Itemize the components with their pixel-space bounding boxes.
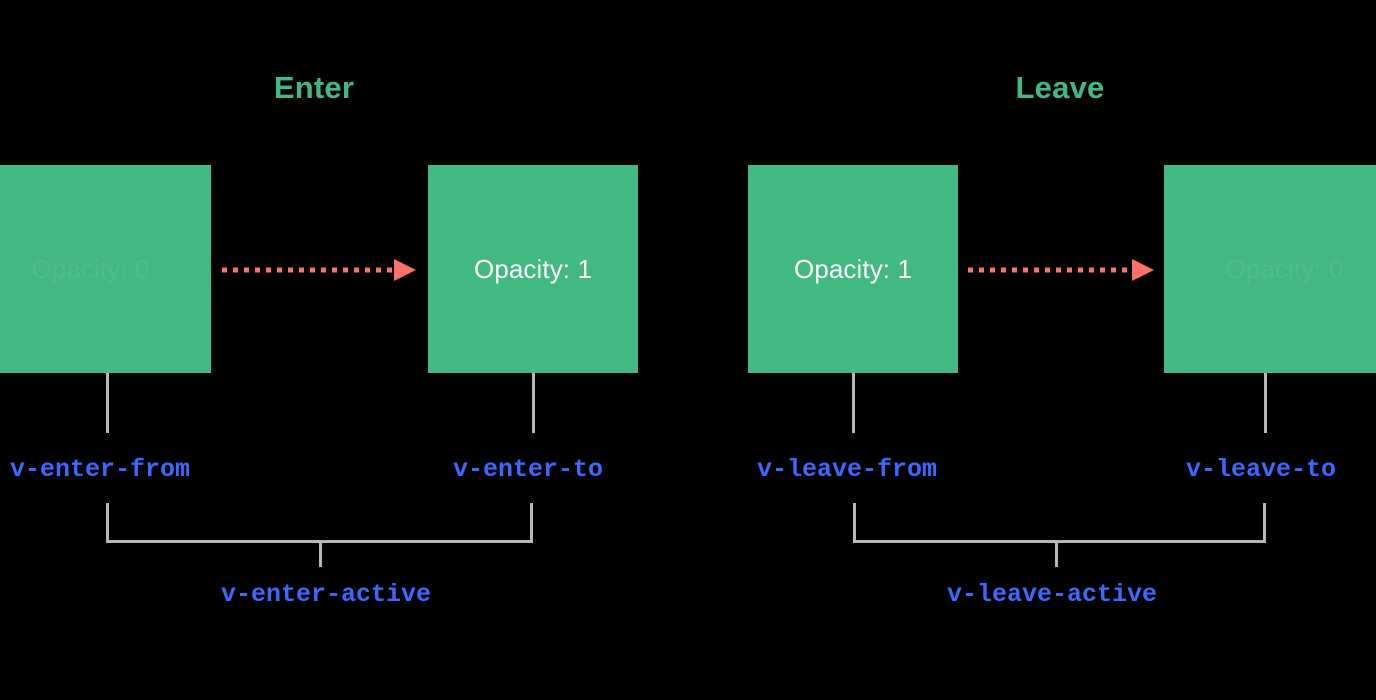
class-label-v-leave-active: v-leave-active <box>946 580 1158 609</box>
class-label-v-leave-from: v-leave-from <box>757 455 938 484</box>
class-label-v-enter-active: v-enter-active <box>220 580 432 609</box>
connector-stem-leave-to <box>1264 373 1267 433</box>
connector-stem-enter-to <box>532 373 535 433</box>
active-bracket-leave <box>853 503 1266 543</box>
state-box-opacity-label: Opacity: 1 <box>793 253 913 284</box>
state-box-opacity-label: Opacity: 1 <box>473 253 593 284</box>
class-label-v-enter-to: v-enter-to <box>453 455 604 484</box>
class-label-v-leave-to: v-leave-to <box>1186 455 1337 484</box>
state-box-opacity-label: Opacity: 0 <box>1225 253 1344 284</box>
state-box-enter-to: Opacity: 1 <box>428 165 638 373</box>
state-box-enter-from: Opacity: 0 <box>0 165 211 373</box>
arrow-head-icon <box>1132 259 1154 281</box>
phase-title-leave: Leave <box>1015 70 1105 105</box>
active-bracket-stem-leave <box>1055 543 1058 567</box>
arrow-head-icon <box>394 259 416 281</box>
phase-title-enter: Enter <box>273 70 355 105</box>
state-box-leave-to: Opacity: 0 <box>1164 165 1376 373</box>
state-box-leave-from: Opacity: 1 <box>748 165 958 373</box>
connector-stem-enter-from <box>106 373 109 433</box>
transition-arrow <box>222 259 416 281</box>
class-label-v-enter-from: v-enter-from <box>10 455 191 484</box>
connector-stem-leave-from <box>852 373 855 433</box>
active-bracket-enter <box>106 503 533 543</box>
active-bracket-stem-enter <box>319 543 322 567</box>
transition-arrow <box>968 259 1154 281</box>
state-box-opacity-label: Opacity: 0 <box>31 253 150 284</box>
